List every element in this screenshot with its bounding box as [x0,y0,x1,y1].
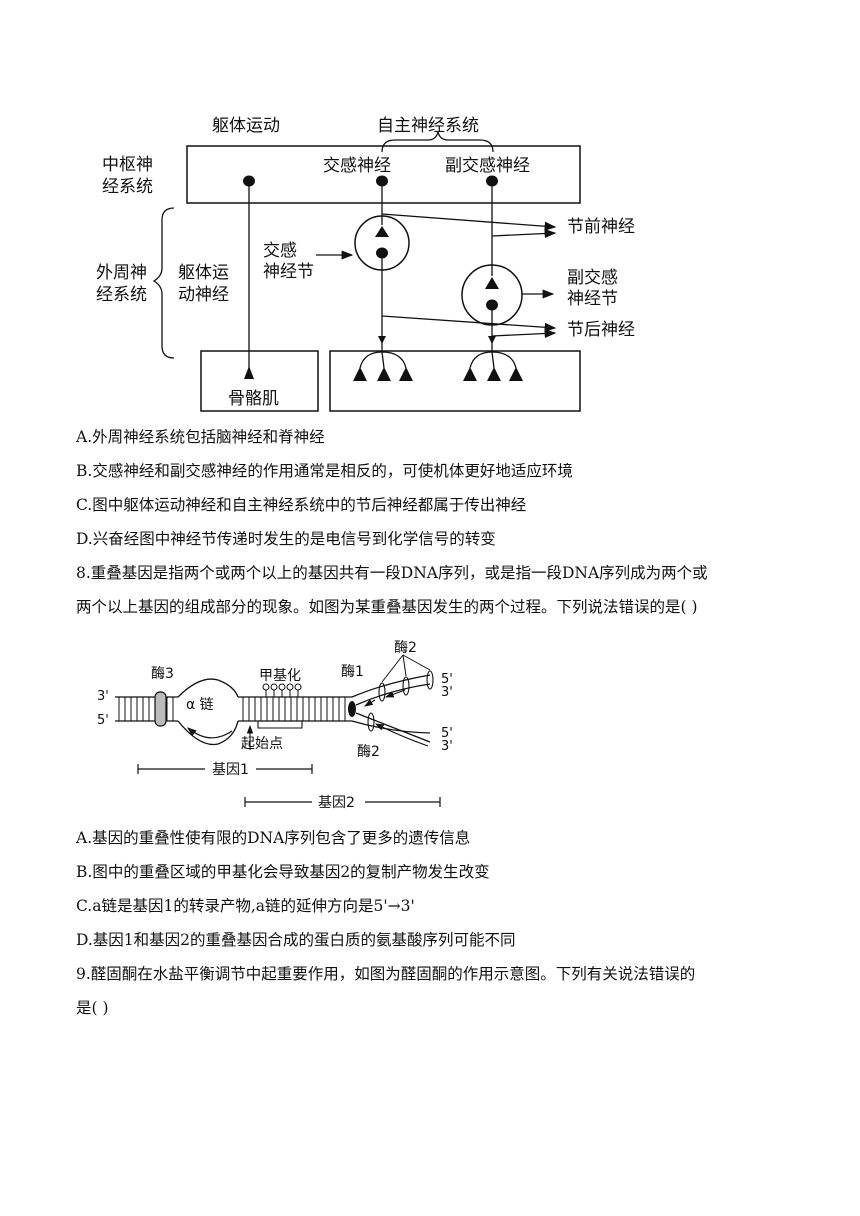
pns-label-2: 经系统 [96,285,147,305]
left-5prime: 5' [97,713,109,728]
pns-brace [152,207,175,359]
cns-label-2: 经系统 [102,177,153,197]
label-enzyme3: 酶3 [151,666,174,682]
label-methylation: 甲基化 [259,667,301,684]
autonomic-brace [381,131,494,153]
label-autonomic-system: 自主神经系统 [377,116,479,136]
label-gene2: 基因2 [318,794,355,811]
skeletal-muscle-box [200,350,319,412]
somatic-motor-label-2: 动神经 [178,285,229,305]
para-ganglion-label-2: 神经节 [567,289,618,309]
symp-ganglion-label-1: 交感 [263,241,297,261]
right-bot-3prime: 3' [441,739,453,754]
label-enzyme2-bottom: 酶2 [357,744,380,760]
q7-option-b: B.交感神经和副交感神经的作用通常是相反的，可使机体更好地适应环境 [76,462,573,480]
cns-box [186,145,581,204]
label-start-point: 起始点 [241,736,283,752]
label-postganglionic: 节后神经 [567,320,635,340]
q7-option-c: C.图中躯体运动神经和自主神经系统中的节后神经都属于传出神经 [76,496,527,514]
q8-option-b: B.图中的重叠区域的甲基化会导致基因2的复制产物发生改变 [76,863,490,881]
effector-box [329,350,581,412]
q9-stem-line1: 9.醛固酮在水盐平衡调节中起重要作用，如图为醛固酮的作用示意图。下列有关说法错误… [76,965,696,983]
symp-ganglion-label-2: 神经节 [263,262,314,282]
overlapping-gene-diagram: 3' 5' 酶3 α 链 甲基化 起始点 酶1 [97,640,453,811]
somatic-motor-label-1: 躯体运 [178,263,229,283]
label-enzyme1: 酶1 [341,664,364,680]
right-top-5prime: 5' [441,672,453,687]
q8-stem-line2: 两个以上基因的组成部分的现象。如图为某重叠基因发生的两个过程。下列说法错误的是(… [76,598,698,616]
q8-stem-line1: 8.重叠基因是指两个或两个以上的基因共有一段DNA序列，或是指一段DNA序列成为… [76,564,708,582]
label-skeletal-muscle: 骨骼肌 [228,389,279,409]
left-3prime: 3' [97,689,109,704]
q8-option-c: C.a链是基因1的转录产物,a链的延伸方向是5'→3' [76,897,415,915]
para-ganglion-label-1: 副交感 [567,268,618,288]
q7-option-a: A.外周神经系统包括脑神经和脊神经 [76,428,325,446]
right-bot-5prime: 5' [441,726,453,741]
cns-label-1: 中枢神 [102,155,153,175]
q7-option-d: D.兴奋经图中神经节传递时发生的是电信号到化学信号的转变 [76,530,496,548]
label-sympathetic: 交感神经 [323,156,391,176]
right-top-3prime: 3' [441,685,453,700]
label-enzyme2-top: 酶2 [394,640,417,656]
enzyme3-shape [154,691,167,727]
nervous-system-diagram: 躯体运动 自主神经系统 中枢神 经系统 交感神经 副交感神经 外周神 经系统 躯… [96,116,635,412]
label-gene1: 基因1 [212,761,249,778]
label-preganglionic: 节前神经 [567,217,635,237]
label-alpha-chain: α 链 [186,697,214,713]
q8-option-a: A.基因的重叠性使有限的DNA序列包含了更多的遗传信息 [76,829,471,847]
label-somatic-motion: 躯体运动 [212,116,280,136]
q8-option-d: D.基因1和基因2的重叠基因合成的蛋白质的氨基酸序列可能不同 [76,931,516,949]
enzyme1-shape [348,701,356,717]
q9-stem-line2: 是( ) [76,999,109,1017]
label-parasympathetic: 副交感神经 [445,156,530,176]
pns-label-1: 外周神 [96,263,147,283]
